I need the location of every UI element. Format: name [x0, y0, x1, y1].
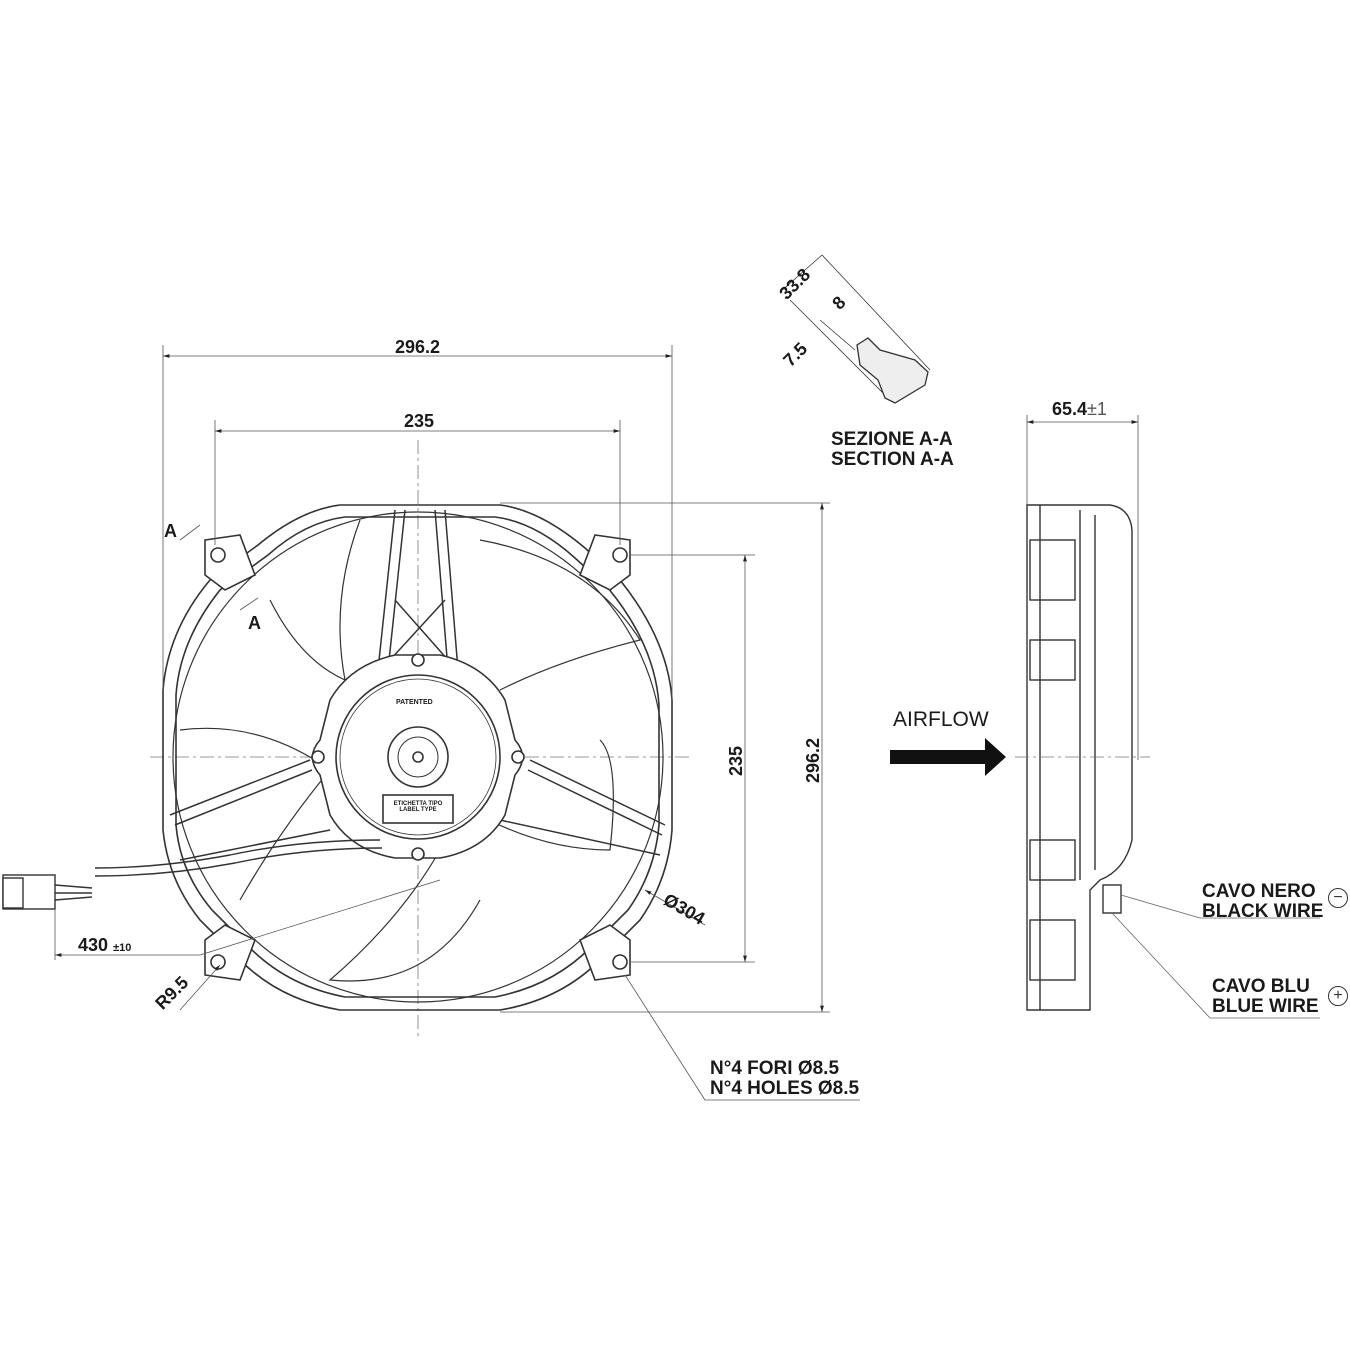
section-marker-bottom: A: [248, 613, 261, 633]
motor-label-patented: PATENTED: [396, 699, 433, 706]
section-title-it: SEZIONE A-A: [831, 429, 953, 450]
holes-note-en: N°4 HOLES Ø8.5: [710, 1077, 860, 1099]
depth-value: 65.4: [1052, 399, 1088, 419]
holes-note: N°4 FORI Ø8.5 N°4 HOLES Ø8.5: [710, 1059, 859, 1099]
motor-label-type: ETICHETTA TIPO LABEL TYPE: [384, 801, 452, 814]
dimension-lines: [54, 345, 860, 1101]
section-a-a: [779, 254, 931, 404]
spokes: [169, 509, 666, 861]
holes-note-it: N°4 FORI Ø8.5: [710, 1058, 840, 1079]
cable-length-tolerance: ±10: [113, 942, 132, 954]
blue-wire-en: BLUE WIRE: [1212, 995, 1319, 1017]
black-wire-en: BLACK WIRE: [1202, 900, 1324, 922]
cable-length-value: 430: [78, 935, 109, 955]
airflow-arrow-icon: [890, 738, 1006, 776]
black-wire-it: CAVO NERO: [1202, 881, 1316, 902]
front-view: [2, 440, 690, 1040]
blue-wire-it: CAVO BLU: [1212, 976, 1310, 997]
dim-hole-spacing-height: 235: [726, 745, 746, 776]
black-wire-label: CAVO NERO BLACK WIRE: [1202, 882, 1323, 922]
depth-tolerance: ±1: [1087, 399, 1107, 419]
dim-hole-spacing-width: 235: [404, 411, 435, 431]
section-title-en: SECTION A-A: [831, 448, 954, 470]
minus-polarity-icon: −: [1328, 888, 1348, 908]
cable: [2, 839, 383, 910]
dim-overall-height: 296.2: [803, 737, 823, 783]
section-marker-top: A: [164, 521, 177, 541]
motor-hub: [311, 653, 525, 861]
label-box: [382, 794, 454, 824]
airflow-label: AIRFLOW: [893, 708, 989, 731]
dim-depth: 65.4±1: [1052, 400, 1107, 419]
label-type-line2: LABEL TYPE: [399, 807, 437, 814]
label-type-line1: ETICHETTA TIPO: [393, 801, 443, 807]
side-view: [1015, 415, 1320, 1019]
blue-wire-label: CAVO BLU BLUE WIRE: [1212, 977, 1319, 1017]
section-title: SEZIONE A-A SECTION A-A: [831, 430, 954, 470]
plus-polarity-icon: +: [1328, 986, 1348, 1006]
dim-overall-width: 296.2: [395, 337, 441, 357]
dim-cable-length: 430 ±10: [78, 936, 131, 955]
